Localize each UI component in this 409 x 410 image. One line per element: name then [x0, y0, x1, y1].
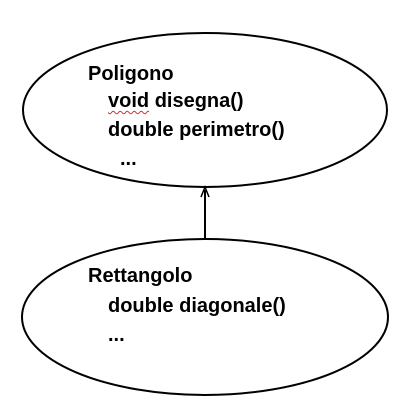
poligono-method-disegna-type: void	[108, 90, 150, 112]
rettangolo-class-name: Rettangolo	[88, 265, 193, 287]
poligono-method-disegna: void disegna()	[108, 89, 244, 113]
rettangolo-method-diagonale-type: double	[108, 295, 174, 317]
poligono-method-perimetro-type: double	[108, 119, 174, 141]
poligono-class-name: Poligono	[88, 63, 174, 85]
inheritance-arrowhead	[200, 184, 210, 198]
poligono-ellipsis: ...	[120, 148, 137, 170]
poligono-method-perimetro: double perimetro()	[108, 118, 285, 142]
poligono-method-perimetro-signature: perimetro()	[179, 119, 285, 141]
rettangolo-method-diagonale-signature: diagonale()	[179, 295, 286, 317]
rettangolo-method-diagonale: double diagonale()	[108, 294, 286, 318]
poligono-method-disegna-signature: disegna()	[154, 90, 244, 112]
rettangolo-ellipsis: ...	[108, 324, 125, 346]
